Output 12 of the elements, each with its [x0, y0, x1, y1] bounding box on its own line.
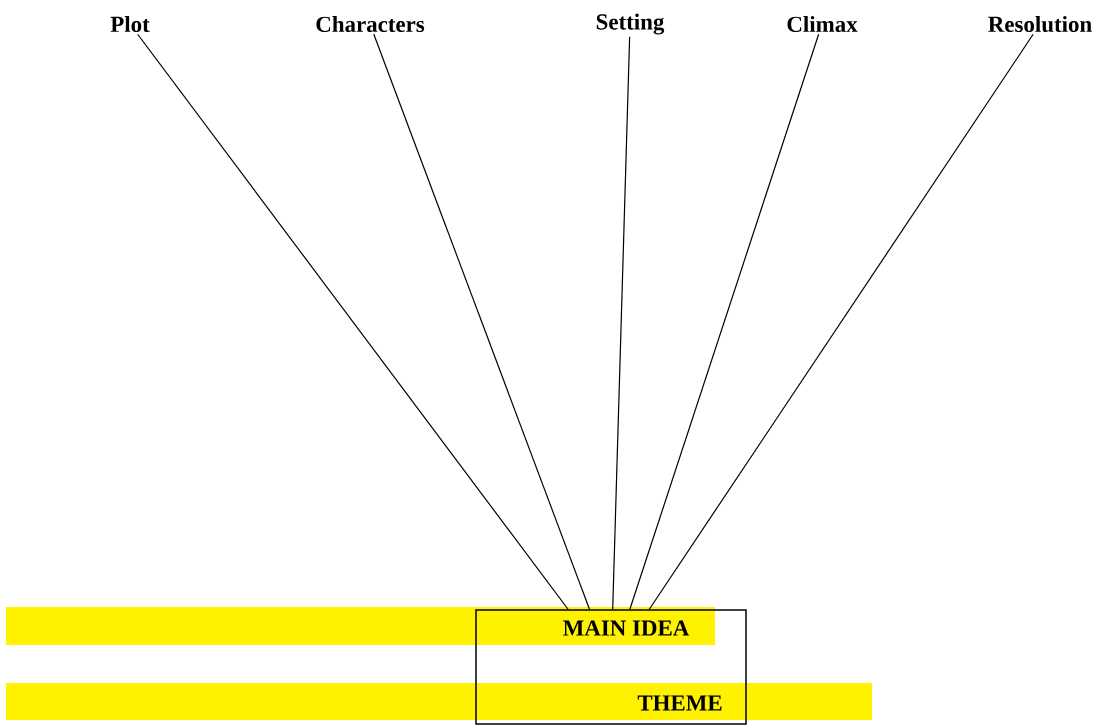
connector-line	[629, 33, 820, 610]
box-heading: THEME	[637, 695, 722, 711]
connector-line	[373, 33, 591, 610]
connector-line	[648, 33, 1034, 610]
topic-label: Resolution	[988, 15, 1092, 33]
box-heading: MAIN IDEA	[563, 620, 690, 636]
topic-label: Climax	[787, 15, 858, 33]
connector-line	[137, 33, 569, 610]
topic-label: Characters	[316, 15, 425, 33]
topic-label: Setting	[596, 13, 665, 35]
topic-label: Plot	[110, 15, 150, 33]
connector-line	[612, 36, 631, 610]
